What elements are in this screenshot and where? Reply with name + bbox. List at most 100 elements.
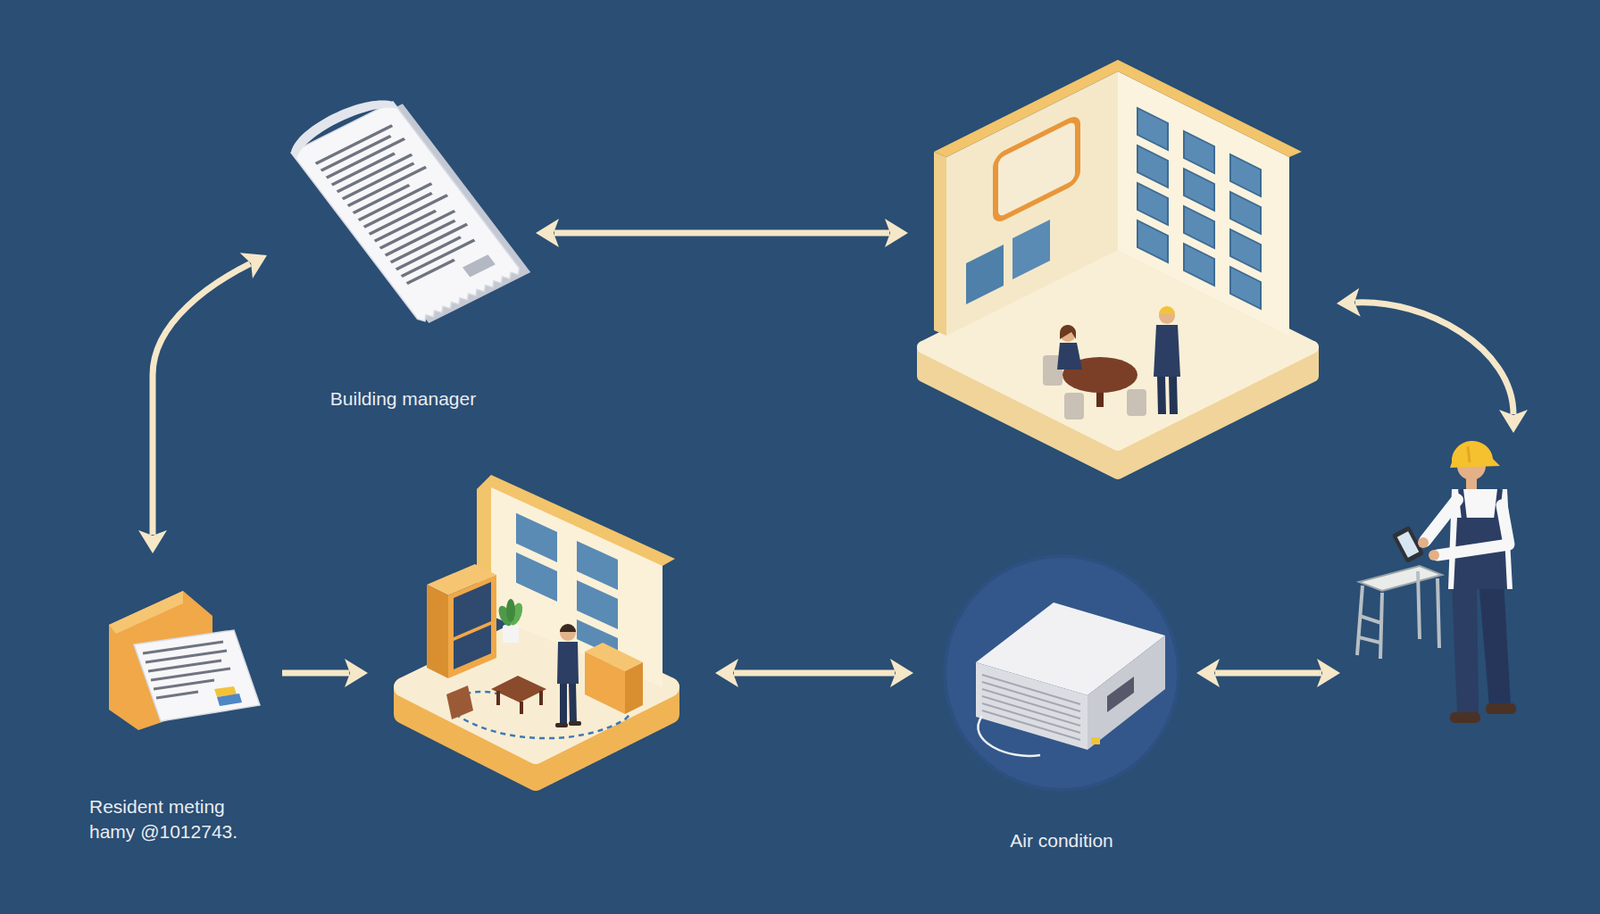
technician-worker	[1357, 441, 1517, 724]
office-room-part-part	[1137, 183, 1168, 225]
living-room-node	[387, 471, 684, 792]
living-room-part	[584, 651, 625, 715]
living-room-part	[448, 575, 497, 679]
office-room-part	[1157, 376, 1167, 415]
living-room-part	[557, 641, 579, 684]
technician-worker-part	[1437, 505, 1509, 556]
living-room-part	[426, 584, 449, 679]
office-room-part-part	[1230, 266, 1261, 309]
office-room-part	[1158, 306, 1175, 315]
technician-worker-part	[1397, 531, 1420, 559]
arrow-head	[138, 530, 167, 554]
office-room-part-part	[1137, 220, 1168, 263]
living-room-part-part	[576, 541, 618, 591]
office-room-part	[1064, 392, 1084, 420]
connector-arrow	[535, 218, 909, 248]
living-room-part	[502, 625, 519, 643]
office-room-part	[1153, 325, 1181, 377]
living-room-part	[559, 624, 576, 633]
connector-line	[554, 230, 890, 237]
office-room-part-part	[1183, 131, 1215, 174]
technician-worker-part	[1450, 712, 1481, 724]
technician-worker-part	[1467, 446, 1470, 463]
living-room-part	[555, 723, 568, 728]
resident-folder-part	[216, 693, 242, 707]
technician-worker-part	[1357, 571, 1440, 659]
technician-worker-part	[1425, 500, 1458, 542]
office-room-part-part	[1183, 206, 1215, 249]
technician-worker-part	[1451, 580, 1479, 715]
air-conditioner-part	[1107, 676, 1134, 713]
arrow-head	[344, 658, 368, 688]
office-room-part	[933, 151, 947, 336]
living-room-part	[539, 691, 543, 706]
air-conditioner	[944, 556, 1179, 791]
connector-arrow	[1196, 658, 1341, 688]
air-conditioner-part	[944, 556, 1179, 791]
office-node	[923, 76, 1312, 480]
office-room-part-part	[966, 244, 1004, 305]
connector-arrow	[282, 658, 368, 688]
living-room	[403, 475, 675, 782]
document-node: Building manager	[285, 97, 521, 411]
office-room	[923, 59, 1313, 474]
node-label: Building manager	[330, 386, 476, 411]
technician-worker-part	[1478, 580, 1511, 708]
technician-worker-part	[1460, 489, 1500, 520]
living-room-part	[568, 683, 577, 724]
living-room-part-part	[516, 513, 558, 563]
office-room-part	[933, 59, 1302, 158]
arrow-head	[535, 218, 559, 248]
living-room-part	[519, 701, 524, 715]
living-room-part	[516, 513, 618, 659]
connector-line	[152, 263, 250, 535]
living-room-part	[625, 662, 643, 715]
office-room-part	[1137, 108, 1261, 309]
technician-worker-part	[1417, 537, 1429, 549]
air-conditioner-part	[1091, 737, 1100, 745]
living-room-part	[506, 599, 516, 623]
connector-arrow	[715, 658, 914, 688]
office-room-part	[1059, 325, 1076, 340]
document-scroll	[281, 85, 531, 326]
living-room-part	[453, 625, 492, 670]
connector-line	[1355, 302, 1514, 415]
arrow-head	[1316, 658, 1341, 688]
arrow-head	[884, 218, 909, 248]
air-conditioner-part	[975, 662, 1088, 750]
arrow-head	[240, 252, 267, 279]
living-room-part	[559, 625, 576, 642]
node-label: Resident meting hamy @1012743.	[89, 794, 255, 844]
office-room-part-part	[1183, 243, 1215, 286]
office-room-part	[1168, 376, 1178, 415]
connector-line	[1215, 670, 1322, 677]
arrow-head	[715, 658, 739, 688]
office-room-part	[1057, 342, 1083, 370]
office-room-part	[1126, 389, 1147, 417]
office-room-part-part	[1137, 108, 1168, 150]
resident-folder	[108, 591, 260, 731]
living-room-part	[568, 721, 582, 726]
office-room-part-part	[1230, 191, 1261, 234]
resident-folder-part	[108, 591, 184, 634]
technician-worker-part	[1485, 703, 1517, 715]
living-room-part-part	[516, 552, 558, 602]
connector-arrow	[138, 252, 267, 554]
living-room-part-part	[576, 580, 618, 630]
technician-worker-part	[1358, 566, 1442, 592]
arrow-head	[1499, 409, 1528, 434]
living-room-part	[446, 685, 474, 720]
air-conditioner-part	[982, 675, 1081, 741]
living-room-part	[559, 683, 567, 725]
living-room-part	[491, 482, 663, 688]
folder-node: Resident meting hamy @1012743.	[89, 589, 268, 844]
office-room-part-part	[995, 116, 1078, 223]
air-conditioner-part	[1087, 635, 1166, 750]
office-room-part-part	[1183, 168, 1215, 211]
technician-worker-part	[1450, 441, 1500, 468]
arrow-head	[1336, 288, 1361, 317]
document-scroll-part	[316, 125, 485, 284]
office-room-part-part	[1230, 229, 1261, 272]
